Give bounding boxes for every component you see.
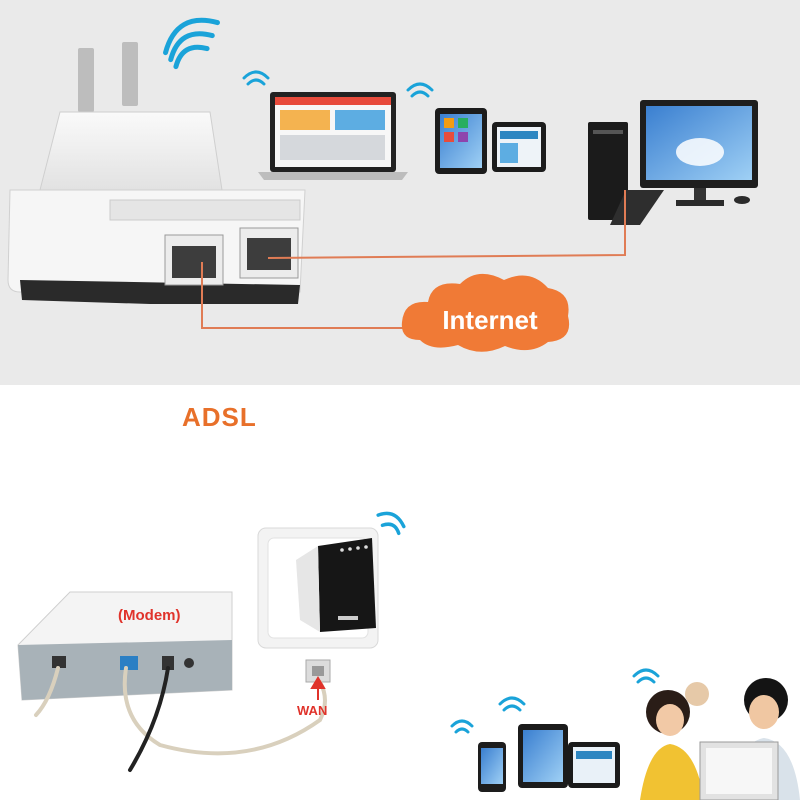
adsl-title: ADSL	[182, 402, 257, 432]
modem-label: (Modem)	[118, 607, 181, 624]
people-photo	[640, 678, 800, 800]
router-icon	[257, 527, 379, 683]
plug-icon	[7, 42, 306, 304]
desktop-computer-icon	[588, 100, 758, 225]
laptop-icon	[258, 92, 408, 180]
internet-label: Internet	[442, 305, 538, 335]
wifi-icon	[376, 511, 406, 536]
smartphone-icon	[478, 742, 506, 792]
tablet-icon	[492, 122, 546, 172]
arrow-icon	[310, 676, 326, 700]
wan-label: WAN	[297, 703, 328, 718]
tablet-icon	[435, 108, 487, 174]
tablet-icon	[518, 724, 568, 788]
cable	[201, 190, 626, 329]
cloud-icon	[401, 273, 570, 352]
wifi-icon	[450, 668, 660, 734]
wifi-icon	[163, 17, 220, 70]
cable	[34, 666, 327, 772]
wifi-icon	[242, 70, 270, 86]
wifi-icon	[406, 82, 434, 98]
tablet-icon	[568, 742, 620, 788]
